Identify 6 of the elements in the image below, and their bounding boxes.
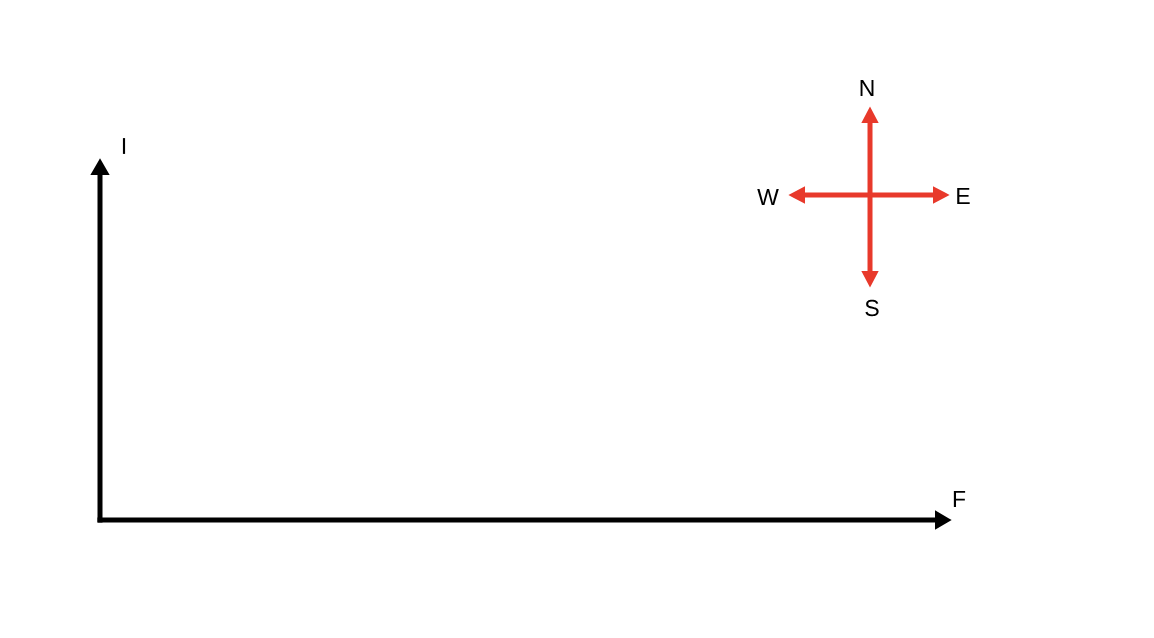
direction-label: E — [957, 188, 970, 204]
direction-label: W — [757, 189, 779, 205]
direction-label: S — [865, 299, 879, 317]
axis-label: F — [953, 491, 966, 507]
axis-label: I — [122, 138, 126, 154]
direction-label: N — [860, 80, 874, 96]
